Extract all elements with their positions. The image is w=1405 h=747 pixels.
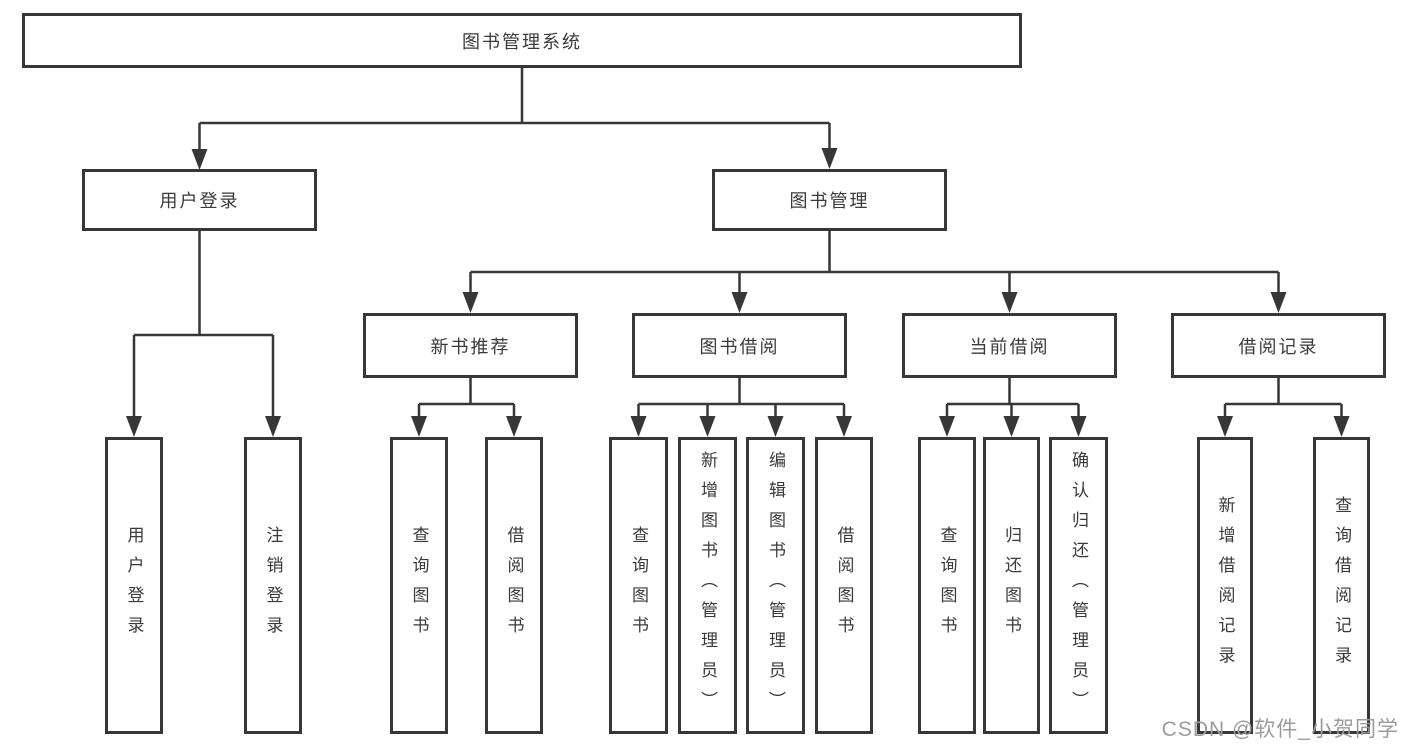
node-root: 图书管理系统 [22,13,1022,68]
node-borrow-book-leaf: 借阅图书 [815,437,873,734]
node-borrow-book-recommend: 借阅图书 [485,437,543,734]
node-new-book-recommendation: 新书推荐 [363,313,578,378]
node-add-book-admin: 新增图书（管理员） [678,437,737,734]
node-book-borrowing: 图书借阅 [632,313,847,378]
node-user-login: 用户登录 [82,169,317,231]
arrowhead-icons [126,148,1350,437]
node-confirm-return-admin: 确认归还（管理员） [1049,437,1108,734]
node-query-book-recommend: 查询图书 [390,437,448,734]
node-return-book: 归还图书 [983,437,1040,734]
node-logout: 注销登录 [244,437,302,734]
node-query-book-current: 查询图书 [918,437,976,734]
node-edit-book-admin: 编辑图书（管理员） [746,437,805,734]
node-query-book-borrowing: 查询图书 [609,437,668,734]
node-user-login-leaf: 用户登录 [105,437,163,734]
node-add-borrow-record: 新增借阅记录 [1197,437,1253,734]
node-query-borrow-record: 查询借阅记录 [1313,437,1370,734]
node-borrowing-records: 借阅记录 [1171,313,1386,378]
node-current-borrowing: 当前借阅 [902,313,1117,378]
node-book-management: 图书管理 [712,169,947,231]
watermark: CSDN @软件_小贺同学 [1161,718,1399,741]
